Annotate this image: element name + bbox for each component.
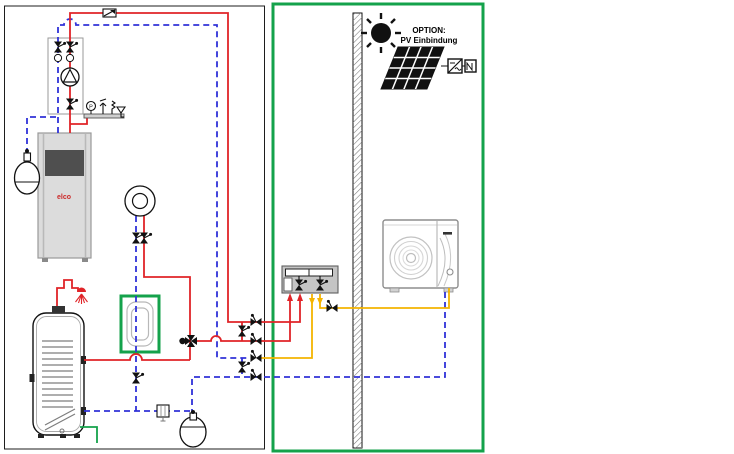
domestic-hot-water-tank [29,306,86,438]
three-way-valve-icon [179,335,197,347]
air-vent-icon [99,98,107,114]
hydraulic-connection-module [281,265,339,294]
tank-coil [42,340,76,431]
pump-group-enclosure [47,37,84,115]
pv-inverter-icon [441,58,477,74]
indoor-heat-pump-unit: elco [37,132,92,262]
outdoor-pipes-yellow [261,288,450,359]
option-frame [271,2,485,453]
pump-icon [60,67,80,87]
option-title: OPTION: [412,26,445,35]
safety-valve-icon [111,100,127,118]
cold-water-pipe [80,426,98,443]
option-label: OPTION: PV Einbindung [401,26,458,45]
dirt-filter-icon [156,404,170,422]
heating-circuit-option-box [119,294,161,354]
circulation-pump-icon [124,185,156,217]
fan-icon [389,236,433,280]
membrane-expansion-vessel [179,410,207,448]
cabinet-display-panel [45,150,84,176]
floor-heating-symbol [126,301,154,347]
safety-group: P [83,98,127,119]
pv-panel-icon [380,46,445,90]
flow-pipes-red [56,12,303,361]
expansion-vessel-heating [13,149,41,195]
thermometer-icon [65,53,75,63]
svg-text:P: P [89,105,93,111]
tank-top-fitting [52,306,65,313]
dhw-pipe [56,279,79,306]
pump-group [53,40,80,111]
house-wall [352,12,363,449]
thermometer-icon [53,53,63,63]
check-valve-icon [102,8,117,18]
option-subtitle: PV Einbindung [401,36,458,45]
boiler-brand-label: elco [57,194,71,201]
shower-icon [75,287,88,304]
outdoor-heat-pump-unit [382,219,459,293]
sun-icon [361,13,401,53]
